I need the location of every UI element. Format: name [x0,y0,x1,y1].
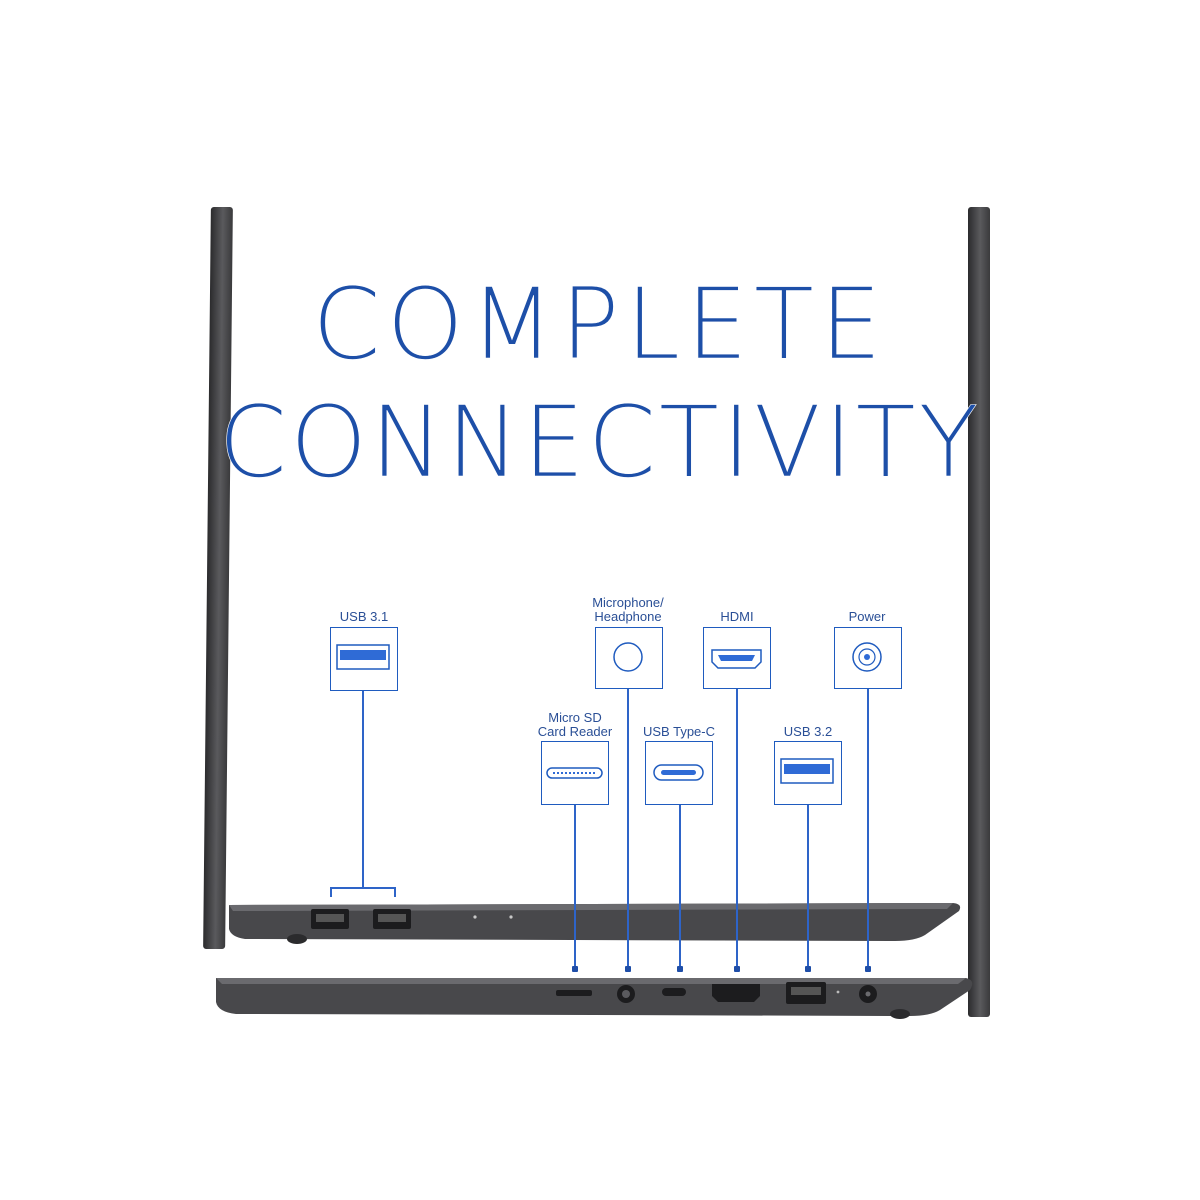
connector-micro-sd-card-reader [574,805,576,969]
label-usb-3-1: USB 3.1 [339,609,389,624]
connector-usb-3-1-bracket [330,887,396,889]
connector-power-end [865,966,871,972]
hdmi-icon [711,649,762,669]
connector-hdmi [736,689,738,969]
box-micro-sd-card-reader [541,741,609,805]
box-hdmi [703,627,771,689]
laptop-lid-right [968,207,990,1017]
headline-line-1: COMPLETE [312,268,888,382]
headline-line-2: CONNECTIVITY [218,386,982,500]
connector-usb-3-2 [807,805,809,969]
box-usb-3-1 [330,627,398,691]
label-power: Power [848,609,886,624]
laptop-base-right-side [216,978,973,1019]
label-microphone-headphone: Microphone/ Headphone [592,595,664,624]
usb-a-icon [780,758,834,784]
connector-micro-sd-card-reader-end [572,966,578,972]
sd-card-icon [546,767,603,779]
connector-microphone-headphone-end [625,966,631,972]
connector-usb-3-1-tick-right [394,887,396,897]
connector-power [867,689,869,969]
connector-usb-3-1 [362,691,364,888]
label-usb-type-c: USB Type-C [642,724,715,739]
connector-microphone-headphone [627,689,629,969]
label-usb-3-2: USB 3.2 [783,724,833,739]
laptop-base-left-side [229,903,961,944]
connector-usb-3-1-tick-left [330,887,332,897]
microsd-slot [556,990,592,996]
label-micro-sd-card-reader: Micro SD Card Reader [537,710,613,739]
connector-usb-type-c [679,805,681,969]
box-microphone-headphone [595,627,663,689]
hdmi-port [712,984,760,1002]
audio-jack-icon [613,642,643,672]
connector-hdmi-end [734,966,740,972]
box-power [834,627,902,689]
usb-c-port [662,988,686,996]
connector-usb-3-2-end [805,966,811,972]
box-usb-3-2 [774,741,842,805]
label-hdmi: HDMI [720,609,754,624]
connector-usb-type-c-end [677,966,683,972]
box-usb-type-c [645,741,713,805]
usb-a-icon [336,644,390,670]
usb-c-icon [653,764,704,781]
power-jack-icon [852,642,882,672]
